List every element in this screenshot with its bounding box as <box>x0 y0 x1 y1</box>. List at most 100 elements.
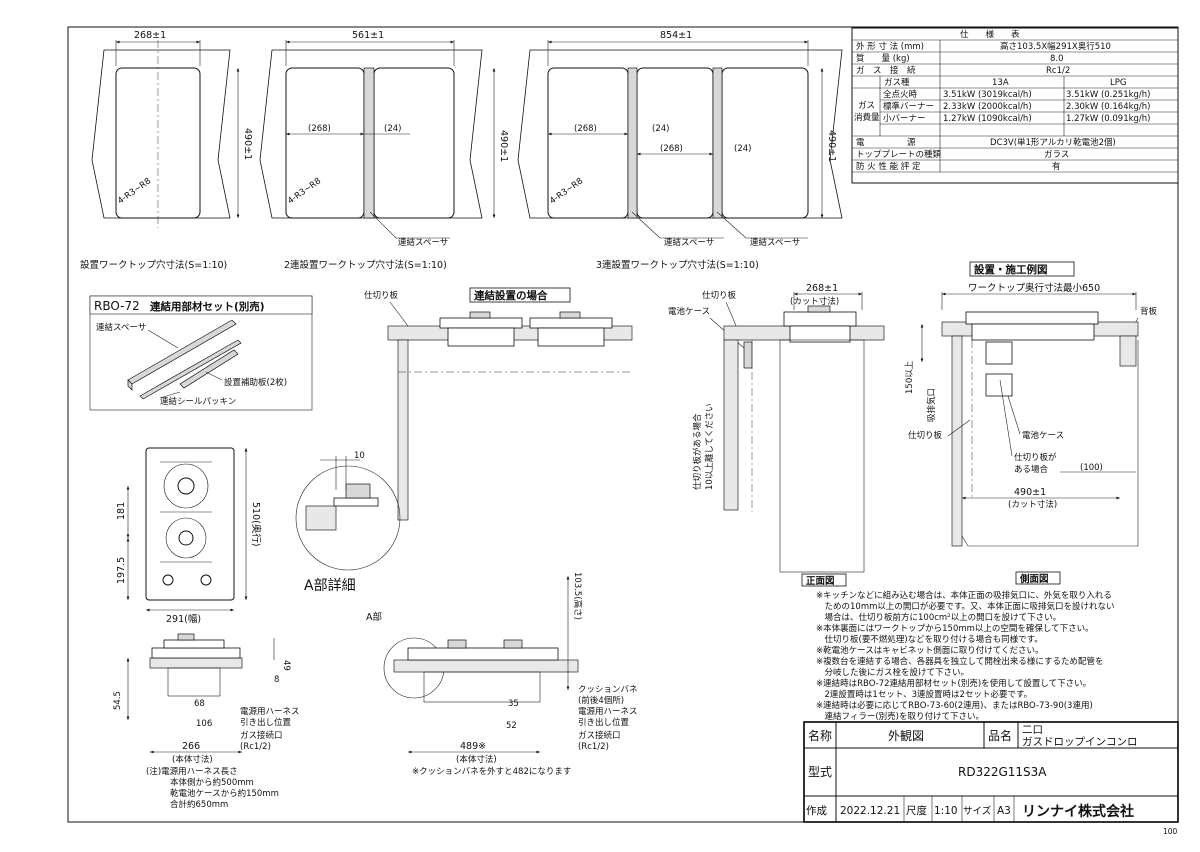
tb-name-label: 名称 <box>808 728 832 743</box>
front-vertical-note-1: 仕切り板がある場合 <box>692 413 703 490</box>
spec-cons-label-1: 標準バーナー <box>883 101 934 112</box>
side-worktop-dim: ワークトップ奥行寸法最小650 <box>968 282 1100 294</box>
fs-harness-2: 引き出し位置 <box>240 717 292 728</box>
spec-value-size: 高さ103.5X幅291X奥行510 <box>1000 41 1111 52</box>
rbo-packing: 連結シールパッキン <box>160 396 236 407</box>
rbo-plate: 設置補助板(2枚) <box>224 377 287 388</box>
spec-label-gas: ガ ス 接 続 <box>856 65 916 76</box>
ss-cushion-1: クッションバネ <box>578 685 638 695</box>
side-cut-dim: 490±1 <box>1014 487 1046 498</box>
spec-label-fire: 防 火 性 能 評 定 <box>856 161 921 172</box>
rbo-spacer: 連結スペーサ <box>96 322 146 333</box>
side-partition-case-1: 仕切り板が <box>1014 452 1057 463</box>
ss-footnote: ※クッションバネを外すと482になります <box>412 766 571 777</box>
harness-note: (注)電源用ハーネス長さ 本体側から約500mm 乾電池ケースから約150mm … <box>146 766 279 810</box>
spec-label-size: 外 形 寸 法 (mm) <box>856 41 924 52</box>
spec-label-plate: トッププレートの種類 <box>856 149 942 160</box>
spec-label-mass: 質 量 (kg) <box>856 53 910 64</box>
triple-24a: (24) <box>652 124 669 134</box>
note-line-2: 場合は、仕切り板前方に100cm²以上の開口を設けて下さい。 <box>816 612 1061 623</box>
spec-value-power: DC3V(単1形アルカリ乾電池2個) <box>990 137 1116 148</box>
note-l2: 本体側から約500mm <box>170 777 254 788</box>
tb-scale-label: 尺度 <box>906 804 927 817</box>
tb-name-value: 外観図 <box>888 729 924 743</box>
renketsu-title: 連結設置の場合 <box>474 289 548 302</box>
side-view: 設置・施工例図 ワークトップ奥行寸法最小650 背板 150以上 吸排気口 仕切… <box>905 261 1158 585</box>
ss-height: 103.5(高さ) <box>572 572 583 620</box>
renketsu-section: 連結設置の場合 仕切り板 <box>364 287 633 521</box>
fs-49: 49 <box>281 660 291 671</box>
single-depth-dim: 490±1 <box>242 128 253 160</box>
front-partition: 仕切り板 <box>702 290 737 301</box>
ss-harness-1: 電源用ハーネス <box>578 707 638 717</box>
detail-a: 10 A部詳細 <box>295 451 401 594</box>
top-1975: 197.5 <box>116 557 127 584</box>
single-width-dim: 268±1 <box>134 30 166 41</box>
side-small: A部 103.5(高さ) 35 52 489※ (本体寸法) クッションバネ (… <box>366 572 638 777</box>
sheet-border <box>67 26 1179 823</box>
double-depth-dim: 490±1 <box>498 130 509 162</box>
spec-cons-lpg-2: 1.27kW (0.091kg/h) <box>1066 114 1151 124</box>
single-caption: 設置ワークトップ穴寸法(S=1:10) <box>80 259 227 271</box>
side-dim100: (100) <box>1080 463 1103 473</box>
side-label: 側面図 <box>1019 573 1049 585</box>
cutout-double: 561±1 (268) (24) 490±1 4-R3~R8 連結スペーサ 2連… <box>259 30 509 271</box>
fs-545: 54.5 <box>113 691 123 710</box>
ss-35: 35 <box>508 699 519 709</box>
note-line-4: 仕切り板(要不燃処理)などを取り付ける場合も同様です。 <box>816 634 1043 645</box>
side-title: 設置・施工例図 <box>974 263 1048 276</box>
ss-a-part: A部 <box>366 611 382 623</box>
notes-block: ※キッチンなどに組み込む場合は、本体正面の吸排気口に、外気を取り入れる ための1… <box>816 590 1115 722</box>
side-battery: 電池ケース <box>1022 430 1064 441</box>
note-l3: 乾電池ケースから約150mm <box>170 788 279 799</box>
triple-caption: 3連設置ワークトップ穴寸法(S=1:10) <box>596 259 759 271</box>
note-line-6: ※複数台を連結する場合、各器具を独立して開栓出来る様にするため配管を <box>816 656 1103 667</box>
spec-table: 仕 様 表 外 形 寸 法 (mm) 高さ103.5X幅291X奥行510 質 … <box>851 27 1179 184</box>
note-line-8: ※連結時はRBO-72連結用部材セット(別売)を使用して設置して下さい。 <box>816 678 1091 689</box>
spec-cons-lpg-0: 3.51kW (0.251kg/h) <box>1066 90 1151 100</box>
tb-made-value: 2022.12.21 <box>840 805 900 817</box>
tb-model-value: RD322G11S3A <box>958 765 1047 779</box>
double-width-dim: 561±1 <box>352 30 384 41</box>
rbo-title: 連結用部材セット(別売) <box>150 300 265 313</box>
triple-depth-dim: 490±1 <box>826 130 837 162</box>
note-line-11: 連結フィラー(別売)を取り付けて下さい。 <box>816 711 984 722</box>
tb-product-2: ガスドロップインコンロ <box>1022 736 1138 748</box>
spec-cons-lpg-1: 2.30kW (0.164kg/h) <box>1066 102 1151 112</box>
ss-cushion-2: (前後4個所) <box>578 695 624 706</box>
front-view: 仕切り板 電池ケース 268±1 (カット寸法) 仕切り板がある場合 10以上離… <box>668 283 885 587</box>
side-backboard: 背板 <box>1140 306 1158 317</box>
corner-mark: 100 <box>1163 827 1178 836</box>
front-cut-note: (カット寸法) <box>790 296 839 307</box>
detail-10: 10 <box>354 451 365 461</box>
side-intake: 吸排気口 <box>926 388 937 422</box>
fs-8: 8 <box>274 675 279 685</box>
spec-value-gas: Rc1/2 <box>1046 66 1070 76</box>
spec-group-label-1: ガス <box>858 100 875 111</box>
note-line-3: ※本体裏面にはワークトップから150mm以上の空間を確保して下さい。 <box>816 623 1094 634</box>
triple-268a: (268) <box>574 124 597 134</box>
side-partition: 仕切り板 <box>908 430 943 441</box>
ss-52: 52 <box>506 721 517 731</box>
spec-gas-kind-label: ガス種 <box>884 77 910 88</box>
tb-model-label: 型式 <box>808 765 832 779</box>
fs-68: 68 <box>194 699 205 709</box>
fs-gas-2: (Rc1/2) <box>240 742 271 752</box>
front-cut-dim: 268±1 <box>806 283 838 294</box>
double-caption: 2連設置ワークトップ穴寸法(S=1:10) <box>284 259 447 271</box>
front-vertical-note-2: 10以上離してください <box>704 403 715 490</box>
note-l1: (注)電源用ハーネス長さ <box>146 766 238 777</box>
top-181: 181 <box>116 502 127 520</box>
spec-cons-13a-2: 1.27kW (1090kcal/h) <box>943 114 1032 124</box>
tb-company: リンナイ株式会社 <box>1022 803 1134 820</box>
detail-label: A部詳細 <box>304 578 356 594</box>
ss-gas-1: ガス接続口 <box>578 730 621 741</box>
front-label: 正面図 <box>806 576 835 587</box>
ss-gas-2: (Rc1/2) <box>578 742 609 752</box>
fs-gas-1: ガス接続口 <box>240 730 283 741</box>
ss-harness-2: 引き出し位置 <box>578 717 630 728</box>
spec-cons-13a-1: 2.33kW (2000kcal/h) <box>943 102 1032 112</box>
renketsu-partition: 仕切り板 <box>364 290 399 301</box>
spec-cons-13a-0: 3.51kW (3019kcal/h) <box>943 90 1032 100</box>
